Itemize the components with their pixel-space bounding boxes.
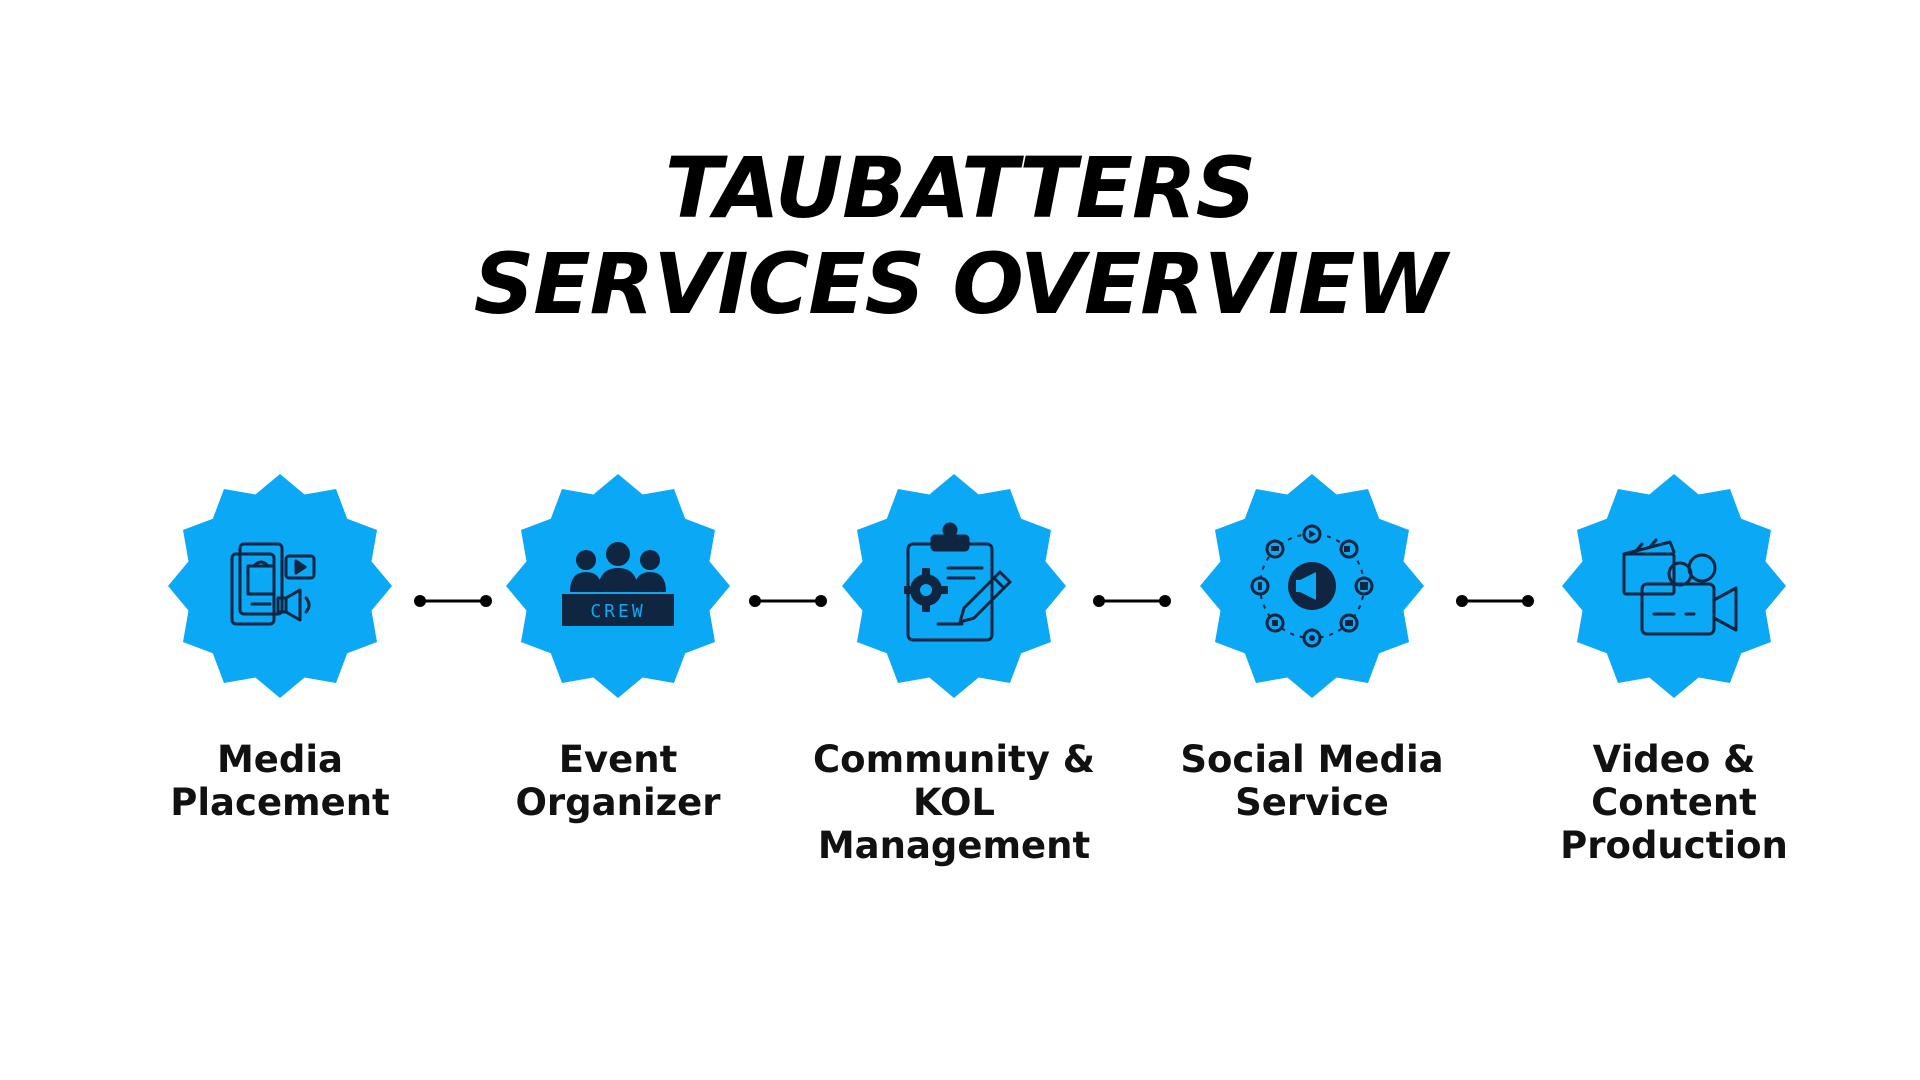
label-line: Media	[216, 738, 344, 781]
label-line: Social Media	[1180, 738, 1444, 781]
title-line-2: SERVICES OVERVIEW	[473, 235, 1447, 333]
page-title: TAUBATTERS SERVICES OVERVIEW	[0, 140, 1920, 332]
social-media-megaphone-icon	[1200, 474, 1424, 698]
connector-2-3	[748, 594, 828, 608]
label-line: Management	[817, 824, 1091, 867]
label-line: Production	[1560, 824, 1788, 867]
title-line-1: TAUBATTERS	[664, 139, 1256, 237]
label-social-media: Social Media Service	[1152, 738, 1472, 824]
connector-1-2	[413, 594, 493, 608]
label-media-placement: Media Placement	[120, 738, 440, 824]
label-line: Community &	[813, 738, 1095, 781]
label-line: Event	[558, 738, 678, 781]
event-crew-icon: CREW	[506, 474, 730, 698]
clipboard-gear-pencil-icon	[842, 474, 1066, 698]
label-line: Video &	[1592, 738, 1756, 781]
video-camera-clapper-icon	[1562, 474, 1786, 698]
label-video-content: Video & Content Production	[1514, 738, 1834, 867]
service-badge-community-kol	[842, 474, 1066, 698]
service-badge-media-placement	[168, 474, 392, 698]
label-line: Content	[1591, 781, 1757, 824]
label-line: Service	[1235, 781, 1389, 824]
label-line: KOL	[912, 781, 996, 824]
media-placement-icon	[168, 474, 392, 698]
label-line: Organizer	[515, 781, 721, 824]
label-line: Placement	[170, 781, 390, 824]
service-badge-event-organizer: CREW	[506, 474, 730, 698]
service-badge-video-content	[1562, 474, 1786, 698]
connector-4-5	[1455, 594, 1535, 608]
service-badge-social-media	[1200, 474, 1424, 698]
label-community-kol: Community & KOL Management	[794, 738, 1114, 867]
crew-sign-text: CREW	[590, 601, 645, 622]
connector-3-4	[1092, 594, 1172, 608]
label-event-organizer: Event Organizer	[458, 738, 778, 824]
